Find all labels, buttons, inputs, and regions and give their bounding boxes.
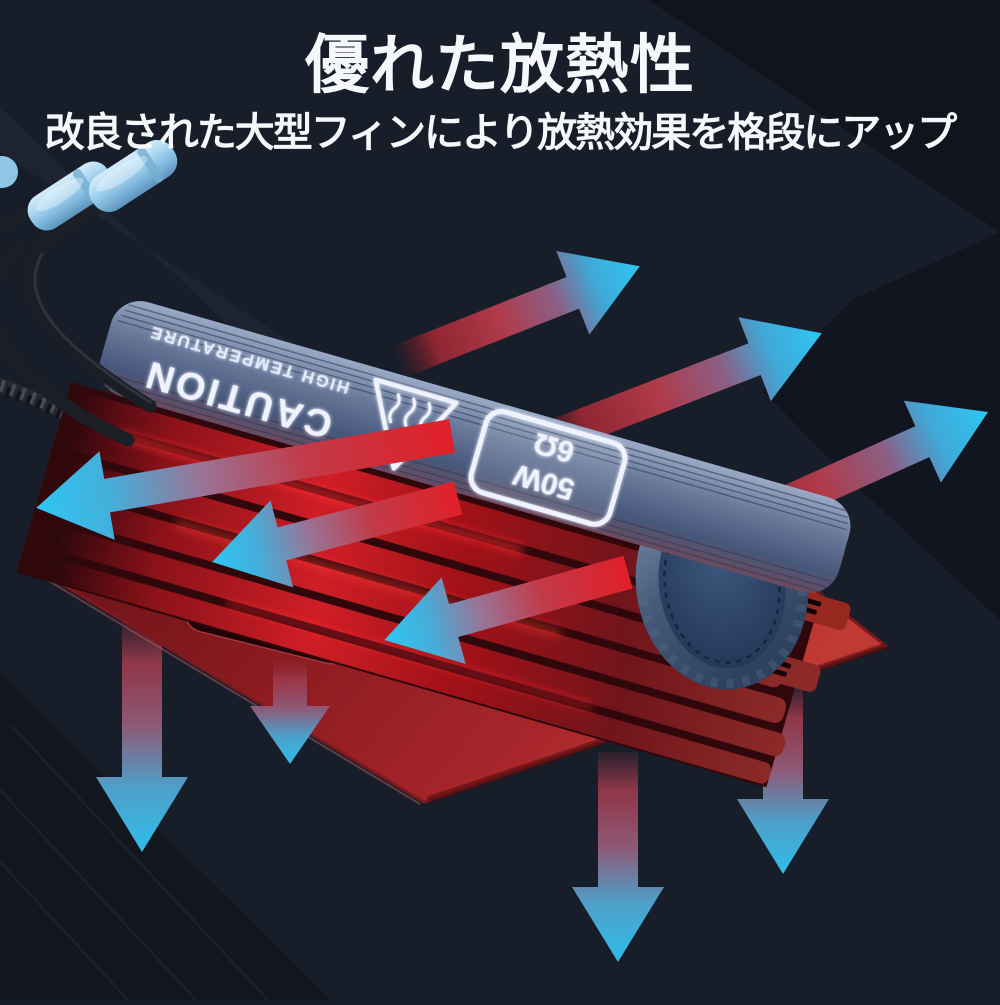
heat-arrow-down: [572, 752, 664, 962]
wire-terminal-blue: [0, 156, 18, 188]
heat-arrow-down-left: [384, 555, 633, 665]
heat-arrow-down: [737, 684, 829, 874]
heat-arrows-down-left: [36, 419, 633, 665]
background-facet: [648, 0, 1000, 232]
heat-arrow-down: [96, 620, 188, 852]
background-facet: [762, 232, 1000, 620]
heat-arrow-up-right: [533, 317, 822, 458]
heatsink-fins: [16, 382, 821, 788]
heat-arrow-up-right: [391, 250, 640, 378]
background-facet: [0, 672, 330, 1000]
heat-arrows-down: [96, 620, 829, 962]
heat-arrow-down-left: [212, 481, 463, 588]
crimp-connector: [88, 139, 178, 213]
spec-badge: 50W 6Ω: [468, 408, 628, 527]
heatsink-cap: CAUTION HIGH TEMPERATURE 50W 6Ω: [99, 301, 851, 594]
heat-arrow-down-left: [36, 419, 455, 540]
wires: [0, 205, 157, 447]
heat-arrow-down: [250, 662, 330, 764]
background-stripes: [0, 724, 270, 1002]
page-subtitle: 改良された大型フィンにより放熱効果を格段にアップ: [44, 111, 957, 155]
page-title: 優れた放熱性: [305, 29, 695, 101]
